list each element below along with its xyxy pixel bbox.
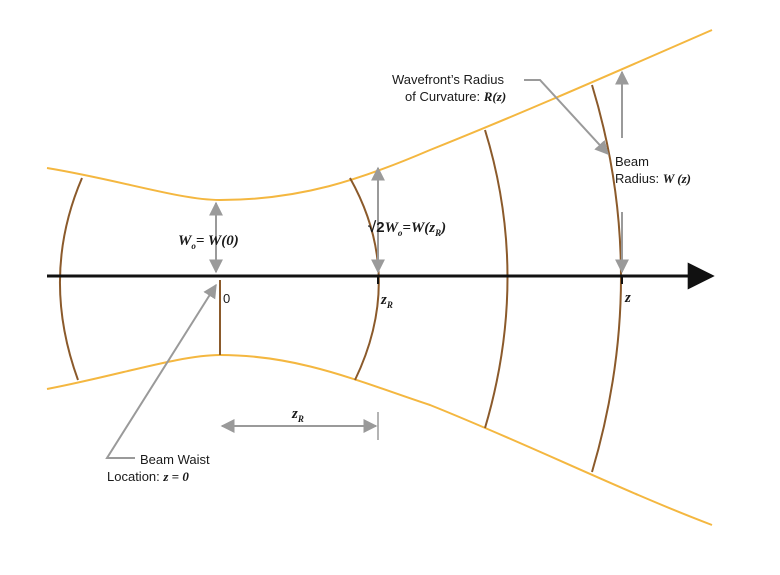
beam-radius-label-2: Radius: W (z) xyxy=(615,171,691,186)
beam-waist-label: Beam Waist xyxy=(140,452,210,467)
zr-axis-label: zR xyxy=(380,292,393,310)
zr-equation: √2Wo=W(zR) xyxy=(368,219,446,238)
curvature-label: Wavefront’s Radius xyxy=(392,72,504,87)
beam-radius-label: Beam xyxy=(615,154,649,169)
beam-envelope-upper xyxy=(46,29,713,202)
curvature-leader xyxy=(524,79,609,156)
waist-equation: Wo= W(0) xyxy=(178,233,239,251)
wavefront-mid xyxy=(484,129,509,429)
zr-span-label: zR xyxy=(291,406,304,424)
wavefront-zr xyxy=(349,177,380,381)
origin-label: 0 xyxy=(223,291,230,306)
curvature-label-2: of Curvature: R(z) xyxy=(405,89,506,104)
beam-waist-location: Location: z = 0 xyxy=(107,469,189,484)
z-axis-label: z xyxy=(624,290,631,306)
waist-location-leader xyxy=(105,283,217,459)
wavefront-left xyxy=(58,177,83,381)
wavefront-z xyxy=(591,84,622,473)
